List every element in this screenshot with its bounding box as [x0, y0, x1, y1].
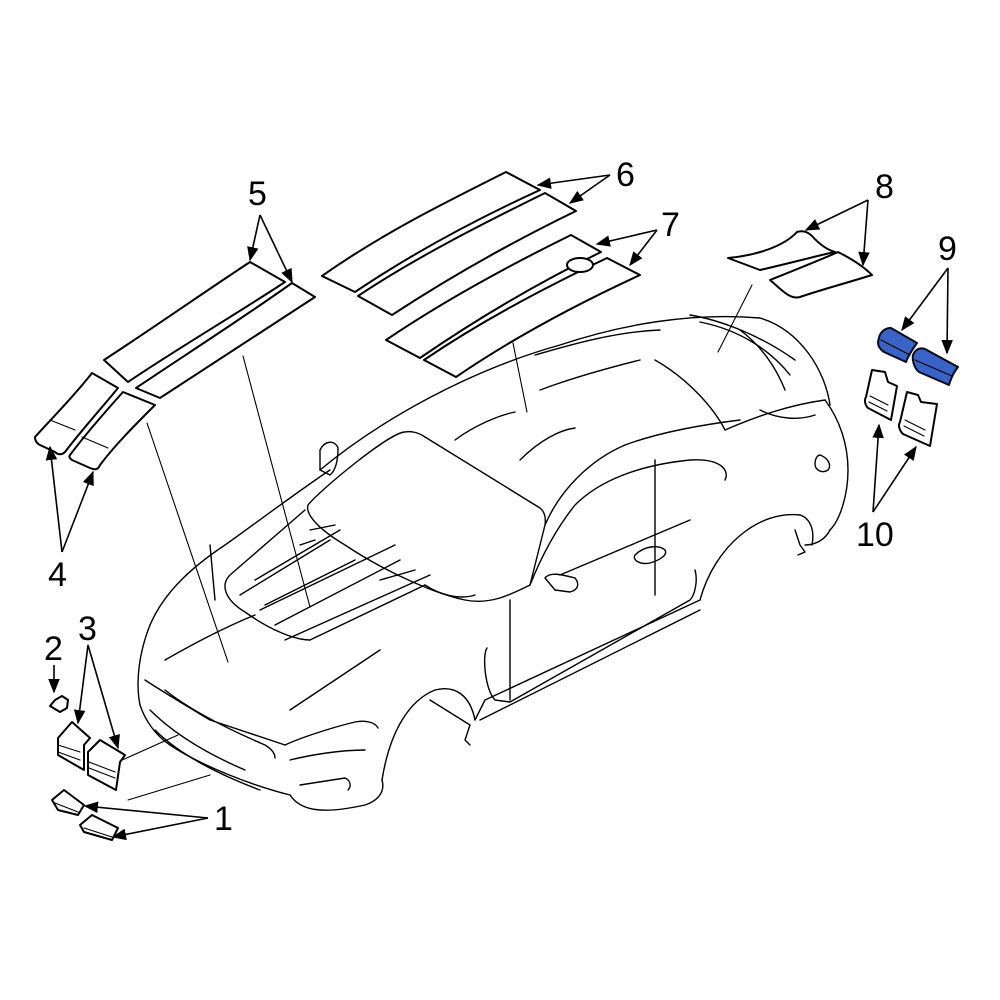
part-10-rear-bumper-lower-stripes[interactable] [863, 369, 938, 447]
car-body-outline [137, 314, 849, 811]
leader-lines [99, 284, 753, 801]
part-7-rear-stripes[interactable] [385, 234, 641, 378]
callout-4[interactable]: 4 [48, 556, 67, 594]
callout-8[interactable]: 8 [875, 168, 894, 206]
callout-7[interactable]: 7 [661, 206, 680, 244]
part-8-spoiler-stripes[interactable] [727, 230, 873, 299]
part-6-roof-stripes[interactable] [321, 171, 577, 316]
callout-10[interactable]: 10 [856, 516, 894, 554]
part-3-front-stripes[interactable] [57, 721, 126, 791]
callout-arrows [45, 174, 953, 841]
part-5-hood-stripes[interactable] [103, 261, 316, 399]
part-2-emblem[interactable] [49, 695, 69, 713]
part-1-front-decals[interactable] [51, 789, 119, 841]
part-4-front-stripes[interactable] [34, 372, 156, 471]
callout-9[interactable]: 9 [938, 230, 957, 268]
callout-1[interactable]: 1 [214, 800, 233, 838]
callout-2[interactable]: 2 [44, 630, 63, 668]
callout-3[interactable]: 3 [78, 610, 97, 648]
part-9-rear-bumper-upper-stripes[interactable] [877, 327, 959, 386]
callout-6[interactable]: 6 [616, 156, 635, 194]
callout-labels: 1 2 3 4 5 6 7 8 9 10 [44, 156, 957, 838]
callout-5[interactable]: 5 [248, 175, 267, 213]
